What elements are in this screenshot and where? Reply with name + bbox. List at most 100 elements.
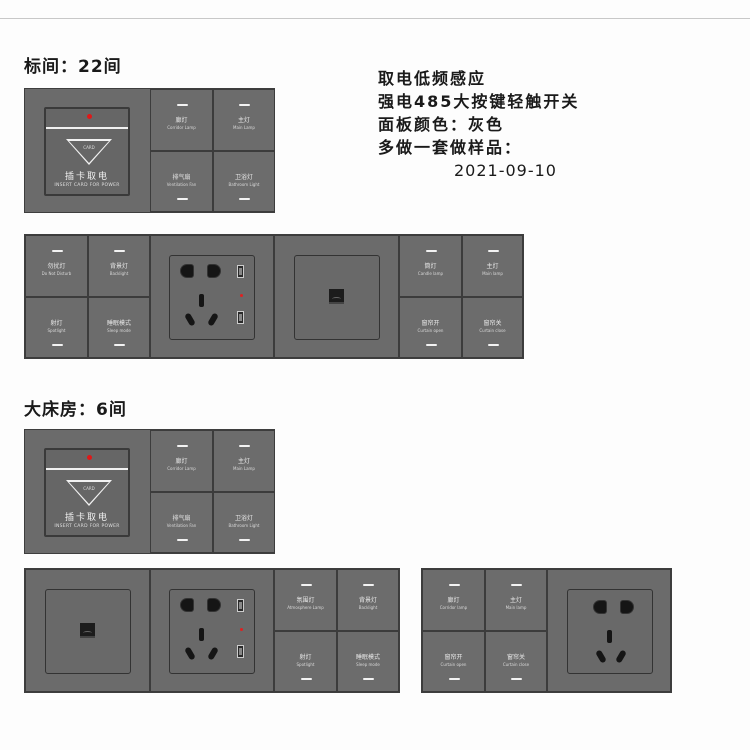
key-main-lamp[interactable]: 主灯 Main lamp xyxy=(485,569,547,631)
card-switch-panel-king: CARD 插卡取电 INSERT CARD FOR POWER 廊灯 Corri… xyxy=(24,429,275,554)
key-corridor-lamp[interactable]: 廊灯 Corridor Lamp xyxy=(150,430,213,492)
indicator-icon xyxy=(487,250,499,252)
indicator-icon xyxy=(300,584,312,586)
usb-port-icon[interactable] xyxy=(237,311,244,324)
five-hole-usb-socket[interactable] xyxy=(169,255,255,340)
section-title-standard-room: 标间：22间 xyxy=(24,57,122,77)
power-led-icon xyxy=(87,114,92,119)
key-curtain-open[interactable]: 窗帘开 Curtain open xyxy=(399,297,462,358)
indicator-icon xyxy=(300,678,312,680)
key-spotlight[interactable]: 射灯 Spotlight xyxy=(25,297,88,358)
socket-hole-icon xyxy=(595,649,607,664)
key-spotlight[interactable]: 射灯 Spotlight xyxy=(274,631,337,692)
usb-port-icon[interactable] xyxy=(237,645,244,658)
indicator-icon xyxy=(51,250,63,252)
key-main-lamp-2[interactable]: 主灯 Main lamp xyxy=(462,235,523,297)
sample-date: 2021-09-10 xyxy=(454,161,557,180)
key-candle-lamp[interactable]: 筒灯 Candle lamp xyxy=(399,235,462,297)
socket-module xyxy=(150,569,274,692)
top-divider xyxy=(0,18,750,19)
five-hole-usb-socket[interactable] xyxy=(169,589,255,674)
socket-hole-icon xyxy=(593,600,607,614)
card-zh-label: 插卡取电 xyxy=(64,513,109,523)
note-line: 取电低频感应 xyxy=(378,69,487,88)
socket-hole-icon xyxy=(615,649,627,664)
socket-module xyxy=(547,569,671,692)
key-ventilation-fan[interactable]: 排气扇 Ventilation Fan xyxy=(150,492,213,553)
card-en-label: INSERT CARD FOR POWER xyxy=(54,524,120,529)
card-switch-panel-standard: CARD 插卡取电 INSERT CARD FOR POWER 廊灯 Corri… xyxy=(24,88,275,213)
socket-hole-icon xyxy=(184,646,196,661)
socket-hole-icon xyxy=(184,312,196,327)
indicator-icon xyxy=(51,344,63,346)
indicator-icon xyxy=(176,104,188,106)
rj45-port-icon xyxy=(329,289,344,304)
usb-led-icon xyxy=(240,628,243,631)
indicator-icon xyxy=(239,198,250,200)
indicator-icon xyxy=(114,344,125,346)
key-corridor-lamp[interactable]: 廊灯 Corridor Lamp xyxy=(150,89,213,151)
five-hole-socket[interactable] xyxy=(567,589,653,674)
note-line: 多做一套做样品： xyxy=(378,138,523,157)
socket-hole-icon xyxy=(199,628,204,641)
socket-hole-icon xyxy=(180,264,194,278)
spec-notes: 取电低频感应 强电485大按键轻触开关 面板颜色：灰色 多做一套做样品： 202… xyxy=(378,67,579,182)
note-line: 强电485大按键轻触开关 xyxy=(378,92,580,111)
key-main-lamp[interactable]: 主灯 Main Lamp xyxy=(213,89,275,151)
key-corridor-lamp[interactable]: 廊灯 Corridor lamp xyxy=(422,569,485,631)
note-line: 面板颜色：灰色 xyxy=(378,115,505,134)
key-sleep-mode[interactable]: 睡眠模式 Sleep mode xyxy=(88,297,150,358)
key-backlight[interactable]: 背景灯 Backlight xyxy=(337,569,399,631)
card-arrow-label: CARD xyxy=(83,145,95,150)
indicator-icon xyxy=(239,539,250,541)
socket-hole-icon xyxy=(207,598,221,612)
indicator-icon xyxy=(511,678,522,680)
socket-module xyxy=(150,235,274,358)
card-en-label: INSERT CARD FOR POWER xyxy=(54,183,120,188)
key-atmosphere-lamp[interactable]: 氛围灯 Atmosphere Lamp xyxy=(274,569,337,631)
card-holder-module: CARD 插卡取电 INSERT CARD FOR POWER xyxy=(25,89,150,212)
bedside-panel-standard: 勿扰灯 Do Not Disturb 背景灯 Backlight 射灯 Spot… xyxy=(24,234,524,359)
indicator-icon xyxy=(239,104,250,106)
data-outlet-module xyxy=(274,235,399,358)
socket-hole-icon xyxy=(620,600,634,614)
indicator-icon xyxy=(363,584,374,586)
key-bathroom-light[interactable]: 卫浴灯 Bathroom Light xyxy=(213,151,275,212)
card-slot[interactable]: CARD 插卡取电 INSERT CARD FOR POWER xyxy=(44,107,130,196)
socket-hole-icon xyxy=(207,312,219,327)
indicator-icon xyxy=(511,584,522,586)
card-holder-module: CARD 插卡取电 INSERT CARD FOR POWER xyxy=(25,430,150,553)
card-arrow-label: CARD xyxy=(83,486,95,491)
key-main-lamp[interactable]: 主灯 Main Lamp xyxy=(213,430,275,492)
indicator-icon xyxy=(448,678,460,680)
socket-hole-icon xyxy=(207,264,221,278)
network-outlet[interactable] xyxy=(294,255,380,340)
section-title-king-room: 大床房：6间 xyxy=(24,400,127,420)
power-led-icon xyxy=(87,455,92,460)
key-curtain-open[interactable]: 窗帘开 Curtain open xyxy=(422,631,485,692)
card-zh-label: 插卡取电 xyxy=(64,172,109,182)
key-curtain-close[interactable]: 窗帘关 Curtain close xyxy=(485,631,547,692)
indicator-icon xyxy=(448,584,460,586)
indicator-icon xyxy=(239,445,250,447)
indicator-icon xyxy=(176,445,188,447)
usb-led-icon xyxy=(240,294,243,297)
data-outlet-module xyxy=(25,569,150,692)
usb-port-icon[interactable] xyxy=(237,265,244,278)
socket-hole-icon xyxy=(180,598,194,612)
key-sleep-mode[interactable]: 睡眠模式 Sleep mode xyxy=(337,631,399,692)
socket-hole-icon xyxy=(199,294,204,307)
key-curtain-close[interactable]: 窗帘关 Curtain close xyxy=(462,297,523,358)
socket-hole-icon xyxy=(607,630,612,643)
indicator-icon xyxy=(425,344,437,346)
key-ventilation-fan[interactable]: 排气扇 Ventilation Fan xyxy=(150,151,213,212)
network-outlet[interactable] xyxy=(45,589,131,674)
key-backlight[interactable]: 背景灯 Backlight xyxy=(88,235,150,297)
usb-port-icon[interactable] xyxy=(237,599,244,612)
bedside-panel-king-right: 廊灯 Corridor lamp 主灯 Main lamp 窗帘开 Curtai… xyxy=(421,568,672,693)
key-do-not-disturb[interactable]: 勿扰灯 Do Not Disturb xyxy=(25,235,88,297)
socket-hole-icon xyxy=(207,646,219,661)
indicator-icon xyxy=(363,678,374,680)
card-slot[interactable]: CARD 插卡取电 INSERT CARD FOR POWER xyxy=(44,448,130,537)
key-bathroom-light[interactable]: 卫浴灯 Bathroom Light xyxy=(213,492,275,553)
